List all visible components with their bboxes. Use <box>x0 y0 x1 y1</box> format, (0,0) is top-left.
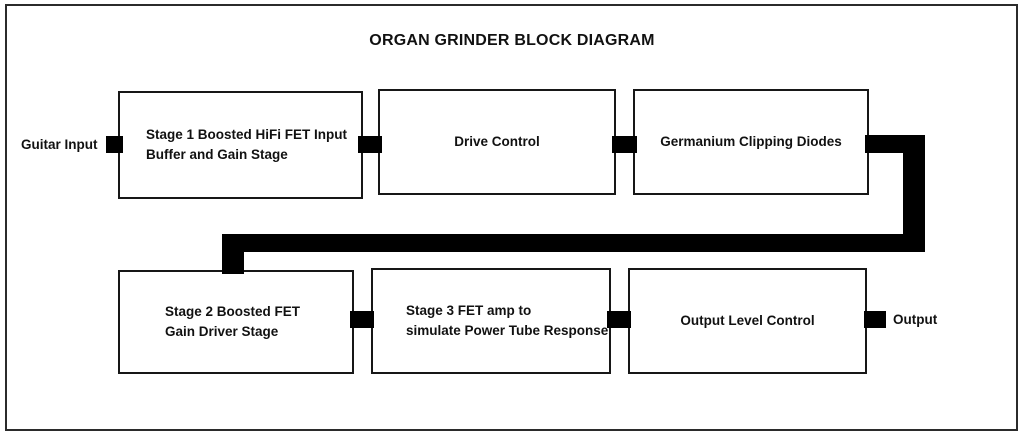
block-output-level-control[interactable]: Output Level Control <box>628 268 867 374</box>
block-germanium-clipping-diodes[interactable]: Germanium Clipping Diodes <box>633 89 869 195</box>
block-stage3[interactable]: Stage 3 FET amp to simulate Power Tube R… <box>371 268 611 374</box>
connector-germanium-to-stage2-segment-left <box>222 234 925 252</box>
connector-output-level-to-output <box>864 311 886 328</box>
block-stage2[interactable]: Stage 2 Boosted FET Gain Driver Stage <box>118 270 354 374</box>
input-label: Guitar Input <box>21 137 98 152</box>
block-stage1-label: Stage 1 Boosted HiFi FET Input Buffer an… <box>146 127 348 162</box>
block-stage3-label: Stage 3 FET amp to simulate Power Tube R… <box>406 303 609 338</box>
page-title: ORGAN GRINDER BLOCK DIAGRAM <box>369 32 655 49</box>
connector-germanium-to-stage2-segment-drop <box>222 234 244 274</box>
block-drive-control-label: Drive Control <box>454 134 540 150</box>
connector-stage3-to-output-level <box>607 311 631 328</box>
block-output-level-control-label: Output Level Control <box>680 313 815 329</box>
block-stage1[interactable]: Stage 1 Boosted HiFi FET Input Buffer an… <box>118 91 363 199</box>
connector-drive-control-to-germanium <box>612 136 637 153</box>
connector-stage1-to-drive-control <box>358 136 382 153</box>
block-stage2-label: Stage 2 Boosted FET Gain Driver Stage <box>165 304 301 339</box>
connector-stage2-to-stage3 <box>350 311 374 328</box>
block-germanium-clipping-diodes-label: Germanium Clipping Diodes <box>660 134 842 150</box>
output-label: Output <box>893 312 938 327</box>
block-drive-control[interactable]: Drive Control <box>378 89 616 195</box>
connector-guitar-input-to-stage1 <box>106 136 123 153</box>
connector-germanium-to-stage2-segment-down <box>903 135 925 252</box>
